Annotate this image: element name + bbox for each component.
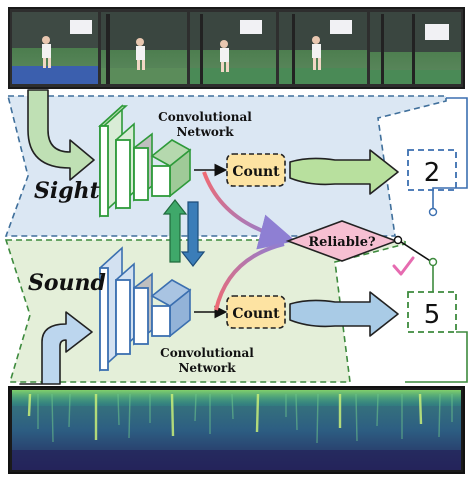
cnn-block-2 — [115, 262, 135, 356]
sound-count-output: 5 — [407, 291, 457, 333]
video-frame-3 — [190, 12, 276, 84]
video-frame-5 — [370, 12, 461, 84]
spectrogram-streak — [255, 393, 260, 433]
sound-cnn-label-line1: Convolutional — [160, 346, 254, 360]
sound-count-value: 5 — [424, 300, 441, 330]
sight-connector — [432, 97, 468, 209]
sound-reliability-curve — [214, 242, 285, 311]
cnn-block-3 — [133, 132, 153, 202]
sound-return-connector — [405, 331, 468, 383]
spectrogram-streak — [376, 393, 379, 427]
sight-count-output: 2 — [407, 149, 457, 191]
spectrogram — [8, 386, 465, 474]
spectrogram-streak — [438, 393, 441, 438]
sight-reliability-curve — [202, 171, 296, 250]
cnn-block-4 — [150, 139, 192, 198]
video-frame-2 — [101, 12, 187, 84]
sound-cnn-label-line2: Network — [178, 361, 236, 375]
check-mark-icon — [392, 256, 415, 276]
output-switch — [393, 207, 438, 267]
spectrogram-streak — [128, 393, 131, 439]
decision-label: Reliable? — [308, 235, 376, 250]
sound-branch-label: Sound — [28, 270, 106, 296]
spectrogram-streak — [51, 393, 54, 443]
video-frames-strip — [8, 7, 465, 89]
cross-modal-arrows — [162, 199, 206, 267]
spectrogram-streaks — [27, 393, 453, 444]
sight-branch-label: Sight — [34, 178, 100, 204]
sound-cnn — [99, 246, 192, 372]
spectrogram-streak — [231, 393, 234, 420]
sight-output-arrow — [289, 149, 399, 195]
video-frame-4 — [279, 12, 367, 84]
cnn-block-4 — [150, 279, 192, 338]
count-box-sound: Count — [226, 295, 286, 329]
spectrogram-streak — [27, 393, 32, 417]
count-box-sight: Count — [226, 153, 286, 187]
spectrogram-streak — [295, 393, 298, 431]
spectrogram-streak — [194, 393, 197, 422]
spectrogram-streak — [117, 393, 120, 426]
sound-output-arrow — [289, 291, 399, 337]
spectrogram-streak — [418, 393, 423, 425]
spectrogram-streak — [170, 393, 175, 437]
sight-count-value: 2 — [424, 158, 441, 188]
count-label-sound: Count — [232, 306, 280, 322]
sight-cnn — [97, 104, 192, 218]
count-label-sight: Count — [232, 164, 280, 180]
sight-cnn-label-line1: Convolutional — [158, 110, 252, 124]
audio-input-arrow — [19, 311, 93, 385]
sight-cnn-label-line2: Network — [176, 125, 234, 139]
video-frame-1 — [12, 12, 98, 84]
cnn-block-2 — [115, 122, 135, 210]
spectrogram-streak — [316, 393, 319, 444]
video-input-arrow — [27, 89, 95, 181]
reliability-decision: Reliable? — [285, 220, 399, 262]
spectrogram-streak — [68, 393, 71, 428]
spectrogram-streak — [355, 393, 358, 442]
